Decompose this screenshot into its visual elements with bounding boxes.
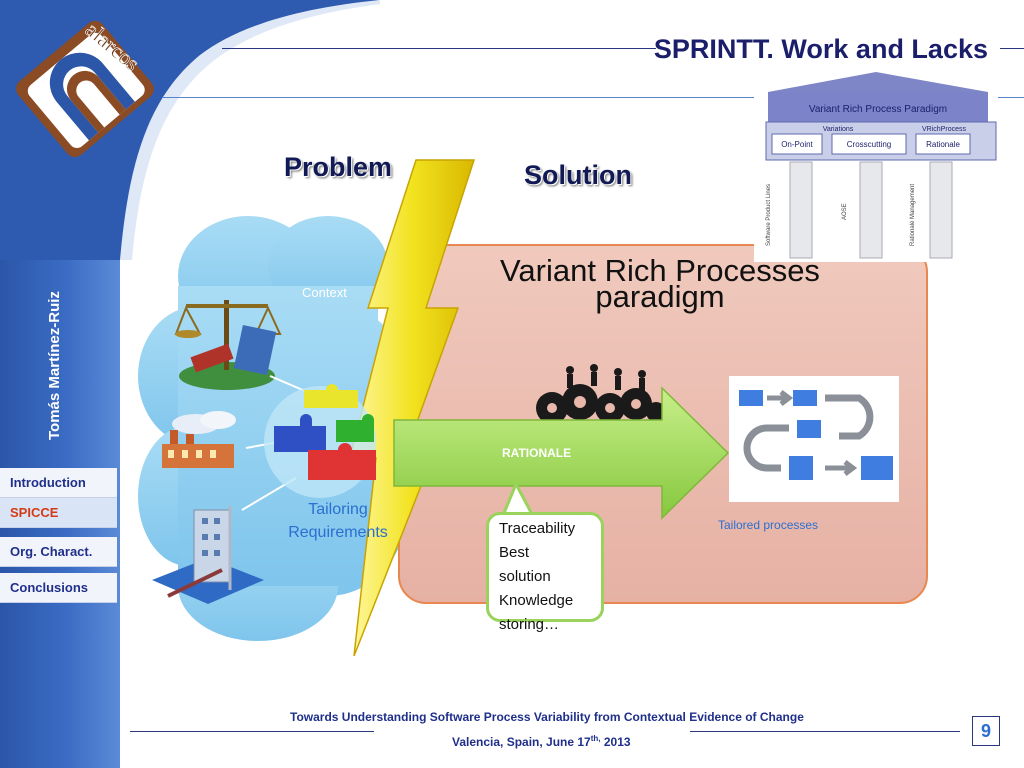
callout-line-storing: storing… [499,616,560,633]
callout-line-solution: solution [499,568,551,585]
rationale-arrow [393,386,730,520]
alarcos-logo: alarcos [16,16,154,157]
tailoring-requirements-label: Tailoring Requirements [286,498,390,544]
pillars-beam-label-variations: Variations [823,126,854,133]
pillars-box-rationale: Rationale [926,140,960,149]
nav-item-introduction[interactable]: Introduction [0,468,117,498]
callout-line-traceability: Traceability [499,520,576,537]
pillars-box-crosscutting: Crosscutting [847,140,891,149]
lightning-bolt [349,159,476,657]
pillars-roof-title: Variant Rich Process Paradigm [809,104,947,115]
tailoring-line1: Tailoring [308,501,368,518]
rationale-label: RATIONALE [502,446,572,460]
pillars-label-rationale-mgmt: Rationale Management [910,184,916,246]
pillars-label-spl: Software Product Lines [766,184,772,246]
gears-people-icon [536,364,666,424]
puzzle-pieces-icon [264,384,376,498]
pillars-label-aose: AOSE [842,203,848,220]
building-blueprint-icon [152,506,264,604]
solution-label: Solution [524,160,632,190]
nav-item-spicce[interactable]: SPICCE [0,498,117,528]
solution-title-line2: paradigm [595,279,725,314]
footer-date-prefix: Valencia, Spain, June 17 [452,735,591,749]
rationale-callout: Traceability Best solution Knowledge sto… [486,512,604,633]
footer-date: Valencia, Spain, June 17th, 2013 [452,734,631,749]
footer-date-suffix: 2013 [600,735,631,749]
nav-item-org-charact[interactable]: Org. Charact. [0,537,117,567]
tailored-processes-label: Tailored processes [718,518,819,532]
header-rule-lower [162,97,1024,98]
footer-date-sup: th, [590,734,601,743]
slide-title: SPRINTT. Work and Lacks [653,34,988,64]
callout-line-best: Best [499,544,530,561]
scale-books-icon [174,300,282,390]
nav-item-conclusions[interactable]: Conclusions [0,573,117,603]
paradigm-pillars-diagram: Variant Rich Process Paradigm Variations… [754,70,998,262]
header-rule-right [1000,48,1024,49]
problem-label: Problem [284,152,393,182]
pillars-box-on-point: On-Point [781,140,813,149]
page-number: 9 [972,716,1000,746]
pillars-beam-label-vrichprocess: VRichProcess [922,126,966,133]
context-label: Context [302,285,347,300]
header-rule-left [222,48,656,49]
footer-title: Towards Understanding Software Process V… [290,710,804,724]
author-name: Tomás Martínez-Ruiz [46,291,63,440]
solution-title: Variant Rich Processes paradigm [470,255,850,314]
factory-icon [162,411,236,468]
footer-rule-right [690,731,960,732]
callout-line-knowledge: Knowledge [499,592,574,609]
footer-rule-left [130,731,374,732]
tailored-processes-icon [729,376,899,502]
tailoring-line2: Requirements [288,524,388,541]
